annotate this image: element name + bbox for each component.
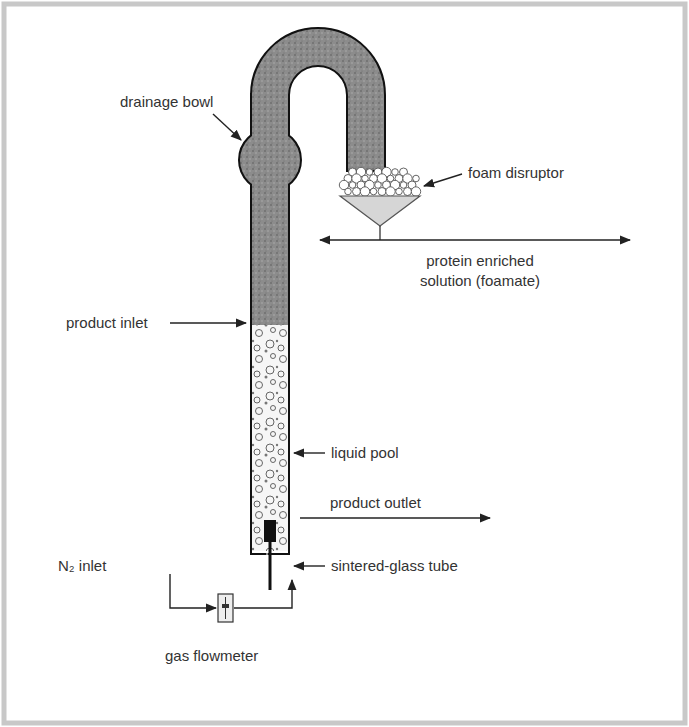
foamate-arrow: [320, 239, 630, 240]
gas-tube: [269, 542, 272, 590]
drip-line: [379, 226, 380, 240]
foam-bubbles: [339, 167, 420, 196]
frame: [4, 4, 685, 723]
liquid-pool-label: liquid pool: [331, 443, 399, 463]
liquid-pool: [252, 325, 288, 551]
foam-bubble: [378, 188, 386, 196]
gas-inlet-label: N₂ inlet: [58, 556, 106, 576]
foam-fill: [240, 29, 384, 553]
foam-bubble: [396, 188, 403, 195]
foam-bubble: [413, 175, 420, 182]
foam-bubble: [404, 188, 412, 196]
foam-bubble: [375, 182, 382, 189]
foam-disruptor: [340, 196, 420, 226]
product-inlet-label: product inlet: [66, 313, 148, 333]
column-outline: [240, 29, 384, 553]
product-outlet-label: product outlet: [330, 493, 421, 513]
sintered-glass-label: sintered-glass tube: [331, 556, 458, 576]
foam-bubble: [353, 188, 361, 196]
foam-bubble: [411, 187, 420, 196]
foam-bubble: [349, 182, 356, 189]
foam-bubble: [386, 187, 395, 196]
leader-arrows: [170, 114, 490, 608]
flowmeter-label: gas flowmeter: [165, 646, 258, 666]
drainage-bowl-label: drainage bowl: [120, 92, 213, 112]
foam-bubble: [366, 169, 373, 176]
foam-bubble: [400, 182, 407, 189]
foam-bubble: [360, 187, 369, 196]
foam-bubble: [370, 188, 377, 195]
foam-bubble: [392, 169, 399, 176]
sintered-glass-tube: [264, 520, 276, 542]
gas-flowmeter: [218, 594, 233, 622]
foam-bubble: [345, 188, 352, 195]
foam-disruptor-label: foam disruptor: [468, 163, 564, 183]
foamate-label: protein enriched solution (foamate): [410, 251, 550, 290]
